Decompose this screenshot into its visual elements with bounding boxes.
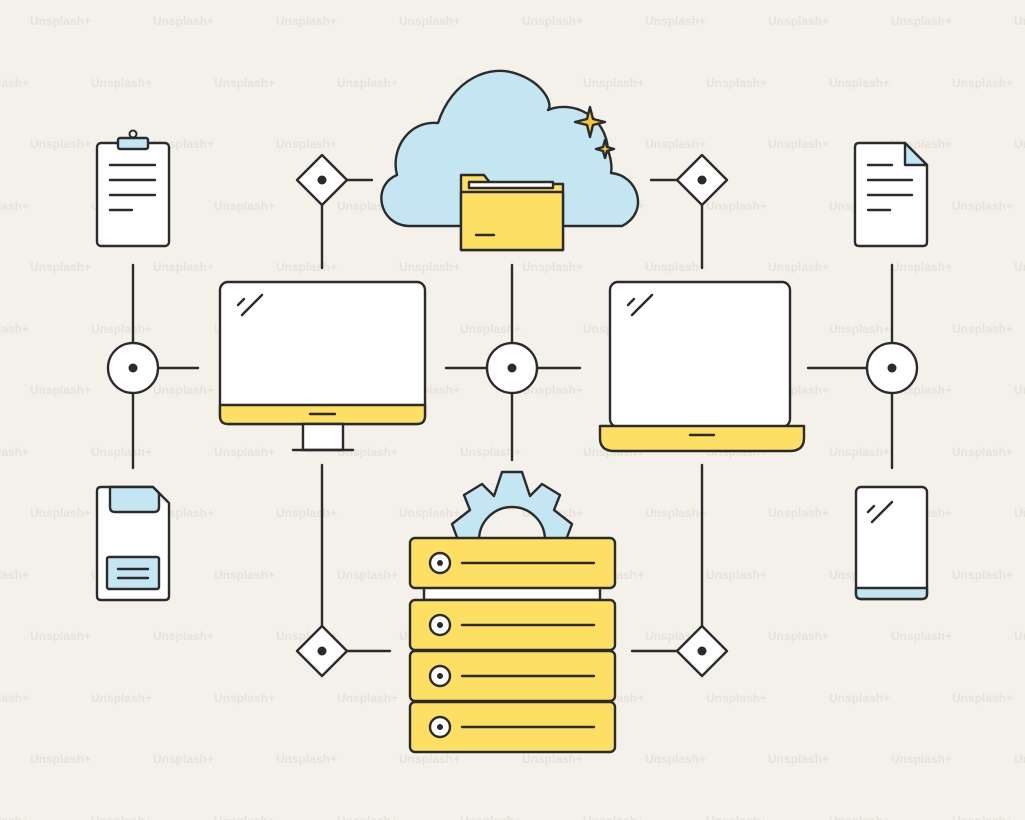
document-icon — [853, 141, 929, 248]
gear-icon — [450, 470, 574, 542]
circle-node-left — [106, 341, 160, 395]
circle-node-center — [485, 341, 539, 395]
clipboard-icon — [95, 129, 171, 248]
diamond-node-top-right — [675, 153, 729, 207]
folder-icon — [459, 173, 565, 252]
sparkle-icon — [573, 105, 616, 160]
circle-node-right — [865, 341, 919, 395]
diamond-node-bottom-right — [675, 624, 729, 678]
tablet-icon — [854, 485, 929, 601]
server-rack-icon — [408, 536, 617, 754]
diamond-node-bottom-left — [295, 624, 349, 678]
diamond-node-top-left — [295, 153, 349, 207]
floppy-card-icon — [95, 485, 171, 602]
cloud-icon — [380, 69, 640, 228]
laptop-icon — [598, 280, 806, 453]
desktop-monitor-icon — [218, 280, 427, 452]
